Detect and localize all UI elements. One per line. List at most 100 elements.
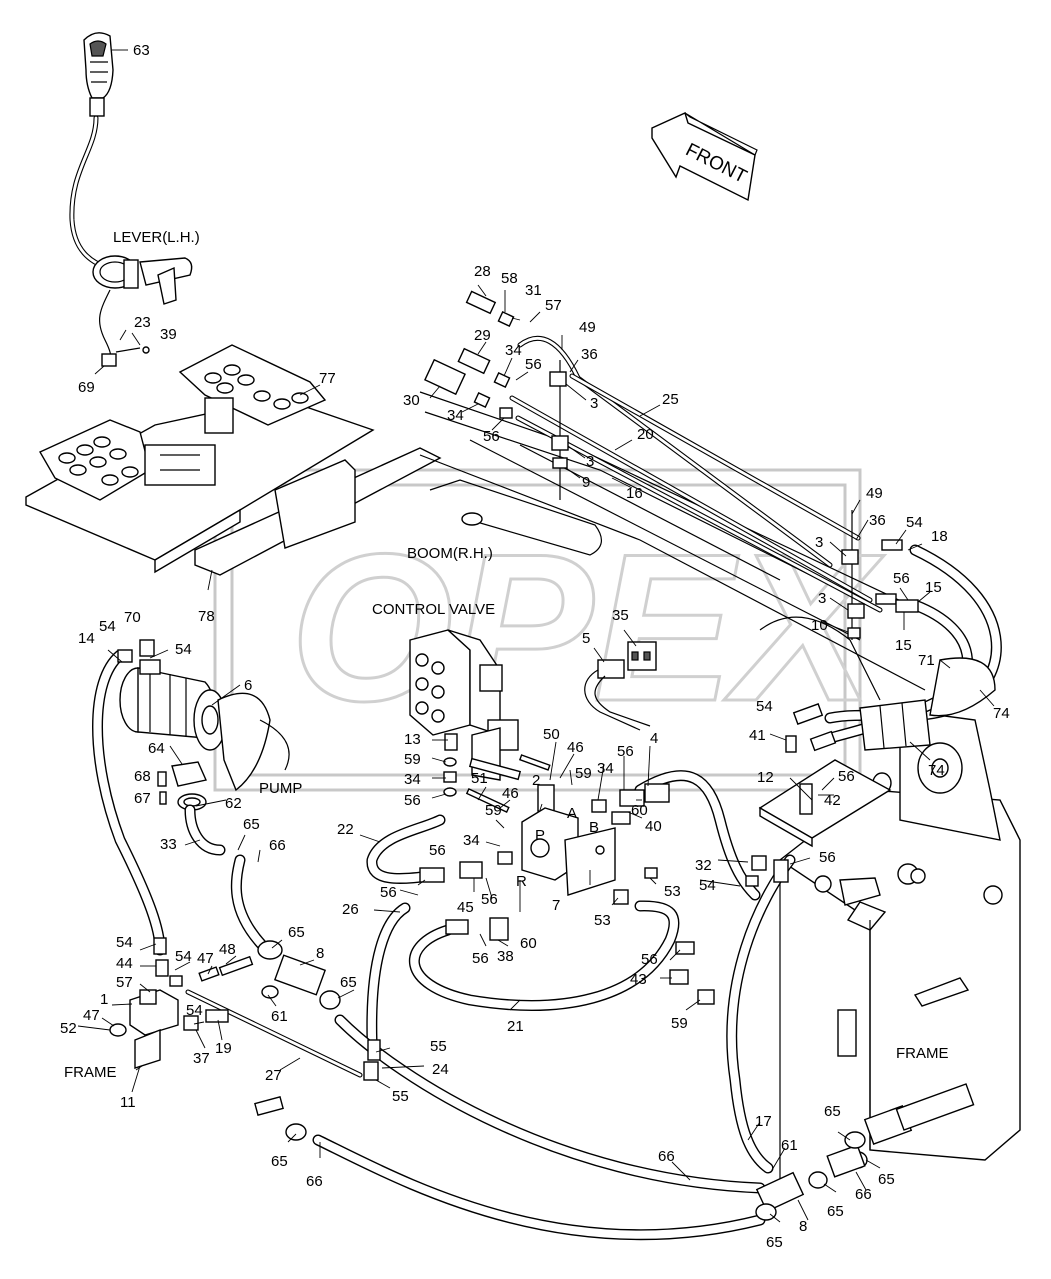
callout-65g: 65 — [827, 1203, 844, 1220]
callout-26: 26 — [342, 901, 359, 918]
callout-29: 29 — [474, 327, 491, 344]
callout-43: 43 — [630, 971, 647, 988]
callout-2: 2 — [532, 772, 540, 789]
callout-8b: 8 — [799, 1218, 807, 1235]
hoses — [92, 544, 1002, 1241]
pedal-holes — [58, 364, 309, 486]
mount-plate — [758, 759, 926, 906]
port-p-label: P — [535, 827, 545, 844]
callout-37: 37 — [193, 1050, 210, 1067]
callout-38: 38 — [497, 948, 514, 965]
callout-62: 62 — [225, 795, 242, 812]
electrical-relay — [584, 641, 657, 731]
callout-59d: 59 — [671, 1015, 688, 1032]
callout-20: 20 — [637, 426, 654, 443]
clamp-64 — [157, 761, 207, 811]
front-arrow: FRONT — [651, 112, 758, 202]
callout-34e: 34 — [463, 832, 480, 849]
callout-56g: 56 — [429, 842, 446, 859]
callout-56i: 56 — [481, 891, 498, 908]
callout-54g: 54 — [175, 948, 192, 965]
callout-66a: 66 — [269, 837, 286, 854]
callout-58: 58 — [501, 270, 518, 287]
callout-57b: 57 — [116, 974, 133, 991]
callout-32: 32 — [695, 857, 712, 874]
callout-61b: 61 — [781, 1137, 798, 1154]
callout-24: 24 — [432, 1061, 449, 1078]
callout-54f: 54 — [116, 934, 133, 951]
callout-56k: 56 — [472, 950, 489, 967]
callout-15b: 15 — [895, 637, 912, 654]
callout-3a: 3 — [590, 395, 598, 412]
callout-56a: 56 — [525, 356, 542, 373]
callout-60a: 60 — [631, 802, 648, 819]
callout-22: 22 — [337, 821, 354, 838]
callout-7: 7 — [552, 897, 560, 914]
callout-70: 70 — [124, 609, 141, 626]
callout-49b: 49 — [866, 485, 883, 502]
callout-48: 48 — [219, 941, 236, 958]
callout-64: 64 — [148, 740, 165, 757]
solenoid-valve — [521, 784, 616, 896]
callout-74b: 74 — [928, 762, 945, 779]
callout-41: 41 — [749, 727, 766, 744]
callout-1: 1 — [100, 991, 108, 1008]
callout-44: 44 — [116, 955, 133, 972]
callout-36b: 36 — [869, 512, 886, 529]
pedal-plate — [25, 344, 442, 591]
callout-65h: 65 — [766, 1234, 783, 1251]
callout-45: 45 — [457, 899, 474, 916]
control-valve — [409, 629, 522, 781]
callout-30: 30 — [403, 392, 420, 409]
callout-25: 25 — [662, 391, 679, 408]
callout-65c: 65 — [340, 974, 357, 991]
callout-50: 50 — [543, 726, 560, 743]
callout-56h: 56 — [380, 884, 397, 901]
callout-51: 51 — [471, 770, 488, 787]
callout-3c: 3 — [815, 534, 823, 551]
callout-28: 28 — [474, 263, 491, 280]
callout-77: 77 — [319, 370, 336, 387]
callout-49a: 49 — [579, 319, 596, 336]
callout-78: 78 — [198, 608, 215, 625]
pump-label: PUMP — [259, 780, 302, 797]
callout-66d: 66 — [855, 1186, 872, 1203]
callout-47a: 47 — [197, 950, 214, 967]
callout-35: 35 — [612, 607, 629, 624]
callout-71: 71 — [918, 652, 935, 669]
callout-69: 69 — [78, 379, 95, 396]
callout-56b: 56 — [483, 428, 500, 445]
callout-21: 21 — [507, 1018, 524, 1035]
callout-54d: 54 — [756, 698, 773, 715]
boom-label: BOOM(R.H.) — [407, 545, 493, 562]
callout-52: 52 — [60, 1020, 77, 1037]
control-valve-label: CONTROL VALVE — [372, 601, 495, 618]
callout-59a: 59 — [404, 751, 421, 768]
callout-5: 5 — [582, 630, 590, 647]
joystick-lever — [69, 32, 193, 375]
callout-65b: 65 — [288, 924, 305, 941]
callout-16: 16 — [626, 485, 643, 502]
callout-18: 18 — [931, 528, 948, 545]
callout-53a: 53 — [664, 883, 681, 900]
callout-33: 33 — [160, 836, 177, 853]
part-callouts: 63 23 39 69 77 78 28 58 31 57 49 36 29 3… — [60, 42, 1010, 1251]
callout-3b: 3 — [586, 453, 594, 470]
callout-67: 67 — [134, 790, 151, 807]
callout-65f: 65 — [878, 1171, 895, 1188]
callout-42: 42 — [824, 792, 841, 809]
callout-54h: 54 — [186, 1002, 203, 1019]
callout-34d: 34 — [597, 760, 614, 777]
callout-36a: 36 — [581, 346, 598, 363]
callout-19: 19 — [215, 1040, 232, 1057]
callout-23: 23 — [134, 314, 151, 331]
section-labels: LEVER(L.H.) BOOM(R.H.) CONTROL VALVE PUM… — [64, 229, 949, 1081]
callout-15a: 15 — [925, 579, 942, 596]
callout-40: 40 — [645, 818, 662, 835]
frame-label-right: FRAME — [896, 1045, 949, 1062]
callout-3d: 3 — [818, 590, 826, 607]
steel-tubes — [185, 335, 883, 1078]
callout-54a: 54 — [906, 514, 923, 531]
callout-34a: 34 — [505, 342, 522, 359]
callout-14: 14 — [78, 630, 95, 647]
